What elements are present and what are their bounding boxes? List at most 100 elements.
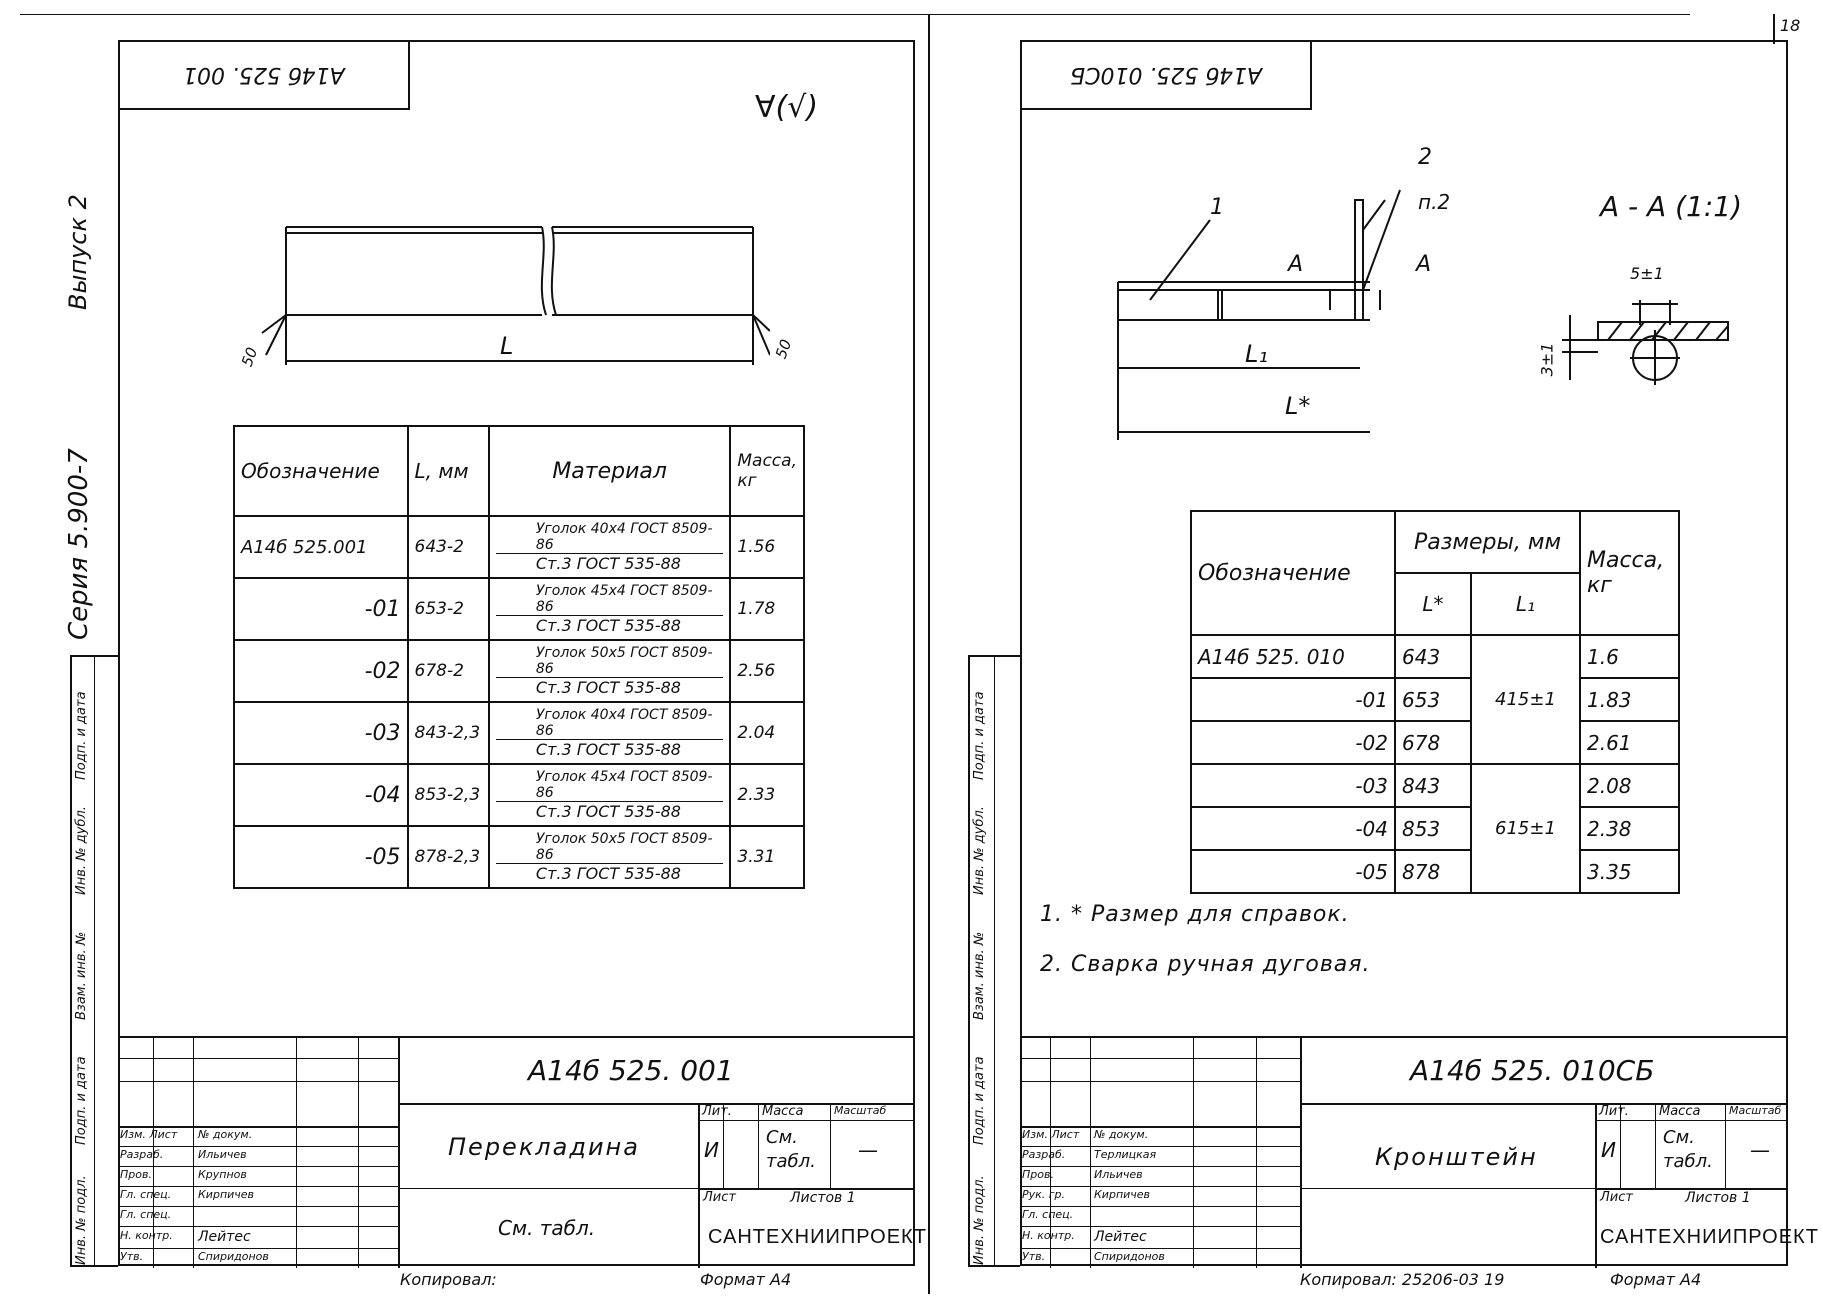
tb-vline-mass xyxy=(758,1103,759,1188)
tb-hline-6 xyxy=(118,1186,398,1187)
material-bottom: Ст.3 ГОСТ 535-88 xyxy=(535,802,681,821)
tb-hline-5 xyxy=(118,1166,398,1167)
material-top: Уголок 50х5 ГОСТ 8509-86 xyxy=(495,831,724,864)
label-weld: п.2 xyxy=(1418,190,1451,214)
tb-vline-name xyxy=(698,1103,700,1268)
col-header-mass: Масса, кг xyxy=(1579,510,1680,636)
tb-mass-header: Масса xyxy=(762,1104,804,1119)
tb-hline-8 xyxy=(1020,1226,1300,1227)
tb-hline-sheets xyxy=(1595,1188,1788,1190)
left-spec-table: Обозначение L, мм Материал Масса, кг А14… xyxy=(233,425,805,889)
note-1: 1. * Размер для справок. xyxy=(1040,902,1350,927)
right-margin-divider xyxy=(994,655,995,1267)
row-mass: 2.56 xyxy=(729,639,805,703)
tb-mass-header: Масса xyxy=(1659,1104,1701,1119)
tb-mass-value: См. табл. xyxy=(1663,1127,1713,1172)
row-code: -04 xyxy=(233,763,409,827)
right-margin-stamp-1: Инв. № подл. xyxy=(972,1175,987,1265)
row-mass: 2.08 xyxy=(1579,763,1680,808)
tb-vline-main xyxy=(398,1038,400,1268)
tb-sheet-label: Лист xyxy=(1600,1190,1633,1205)
tb-vline-b xyxy=(1090,1038,1091,1268)
tb-hline-9 xyxy=(118,1248,398,1249)
row-mass: 2.33 xyxy=(729,763,805,827)
col-header-mass: Масса, кг xyxy=(729,425,805,517)
row-code: -03 xyxy=(233,701,409,765)
tb-scale-value: — xyxy=(1750,1138,1770,1162)
section-a-left: А xyxy=(1288,252,1304,277)
tb-name-6: Спиридонов xyxy=(198,1250,269,1263)
table-row: -03 843 615±1 2.08 xyxy=(1190,763,1680,894)
tb-role-5: Н. контр. xyxy=(120,1229,173,1242)
row-code: А14б 525. 010 xyxy=(1190,634,1396,679)
issue-label: Выпуск 2 xyxy=(64,194,92,310)
tb-scale-header: Масштаб xyxy=(1729,1104,1782,1117)
row-L1-group1: 415±1 xyxy=(1469,634,1582,765)
tb-hline-code xyxy=(398,1103,915,1105)
tb-hline-8 xyxy=(118,1226,398,1227)
col-header-L: L, мм xyxy=(406,425,490,517)
tb-hline-6 xyxy=(1020,1186,1300,1187)
tb-name-0: № докум. xyxy=(1094,1128,1149,1141)
right-margin-stamp-5: Подп. и дата xyxy=(972,691,987,780)
tb-hline-1 xyxy=(1020,1058,1300,1059)
page-num-box-left xyxy=(1773,14,1775,44)
margin-stamp-1: Инв. № подл. xyxy=(74,1175,89,1265)
tb-code: А14б 525. 001 xyxy=(528,1054,734,1087)
tb-role-0: Изм. Лист xyxy=(120,1128,178,1141)
tb-hline-2 xyxy=(1020,1081,1300,1082)
dim-L1: L₁ xyxy=(1245,340,1268,368)
tb-lit-header: Лит. xyxy=(702,1104,732,1119)
margin-stamp-divider xyxy=(94,655,95,1267)
row-mass: 1.83 xyxy=(1579,677,1680,722)
left-copied: Копировал: xyxy=(400,1270,497,1289)
tb-name-5: Лейтес xyxy=(1094,1229,1147,1245)
tb-vline-c xyxy=(1193,1038,1194,1268)
tb-vline-d xyxy=(1256,1038,1257,1268)
left-sheet-frame xyxy=(118,40,915,1266)
section-title: А - А (1:1) xyxy=(1600,190,1743,223)
tb-role-4: Гл. спец. xyxy=(120,1208,172,1221)
row-L: 678-2 xyxy=(406,639,490,703)
left-title-block: Изм. Лист Разраб. Пров. Гл. спец. Гл. сп… xyxy=(118,1036,926,1268)
right-margin-stamp-4: Инв. № дубл. xyxy=(972,806,987,895)
tb-sheets-label: Листов 1 xyxy=(1685,1190,1751,1206)
label-1: 1 xyxy=(1210,195,1224,220)
top-frame-line xyxy=(20,14,1690,15)
row-L: 643-2 xyxy=(406,515,490,579)
material-bottom: Ст.3 ГОСТ 535-88 xyxy=(535,616,681,635)
tb-vline-mass xyxy=(1655,1103,1656,1188)
tb-role-2: Пров. xyxy=(120,1168,152,1181)
tb-org: САНТЕХНИИПРОЕКТ xyxy=(708,1226,927,1248)
tb-name: Перекладина xyxy=(448,1133,640,1161)
margin-stamp-3: Взам. инв. № xyxy=(74,931,89,1020)
tb-hline-3 xyxy=(118,1126,398,1128)
material-bottom: Ст.3 ГОСТ 535-88 xyxy=(535,554,681,573)
row-mass: 3.35 xyxy=(1579,849,1680,894)
row-mass: 2.04 xyxy=(729,701,805,765)
section-dim-5: 5±1 xyxy=(1630,264,1664,283)
col-header-dims: Размеры, мм xyxy=(1394,510,1581,574)
material-top: Уголок 50х5 ГОСТ 8509-86 xyxy=(495,645,724,678)
tb-lit-header: Лит. xyxy=(1599,1104,1629,1119)
tb-name-2: Крупнов xyxy=(198,1168,247,1181)
tb-role-0: Изм. Лист xyxy=(1022,1128,1080,1141)
roughness-mark: ∀(√) xyxy=(755,90,819,125)
tb-vline-scale xyxy=(830,1103,831,1188)
row-code: -04 xyxy=(1190,806,1396,851)
tb-name-3: Кирпичев xyxy=(1094,1188,1151,1201)
tb-hline-7 xyxy=(118,1206,398,1207)
tb-lit-value: И xyxy=(1601,1138,1616,1162)
page-number: 18 xyxy=(1780,16,1801,35)
right-sheet-frame xyxy=(1020,40,1788,1266)
tb-vline-lit xyxy=(1620,1103,1621,1188)
row-L: 653-2 xyxy=(406,577,490,641)
row-code: -02 xyxy=(233,639,409,703)
tb-role-5: Н. контр. xyxy=(1022,1229,1075,1242)
row-L1-group2: 615±1 xyxy=(1469,763,1582,894)
section-a-right: А xyxy=(1416,252,1432,277)
right-spec-table: Обозначение Размеры, мм Масса, кг L* L₁ … xyxy=(1190,510,1680,894)
section-drawing xyxy=(1562,300,1729,385)
